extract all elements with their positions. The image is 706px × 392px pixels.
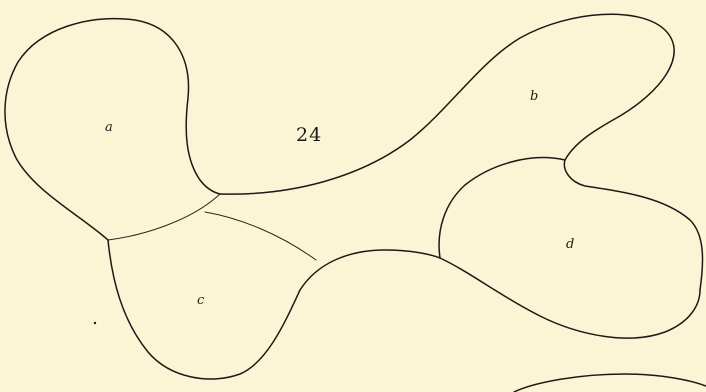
adjacent-cell-fragment <box>514 374 706 392</box>
membrane-c-upper <box>205 212 316 260</box>
figure-number: 24 <box>296 124 322 146</box>
ink-speck <box>94 322 96 324</box>
label-d: d <box>566 237 574 252</box>
cell-c-outline <box>108 240 440 379</box>
label-b: b <box>530 89 538 104</box>
cell-b-upper-outline <box>220 14 703 290</box>
label-a: a <box>105 120 113 135</box>
label-c: c <box>197 293 205 308</box>
membrane-a-c <box>108 194 220 240</box>
